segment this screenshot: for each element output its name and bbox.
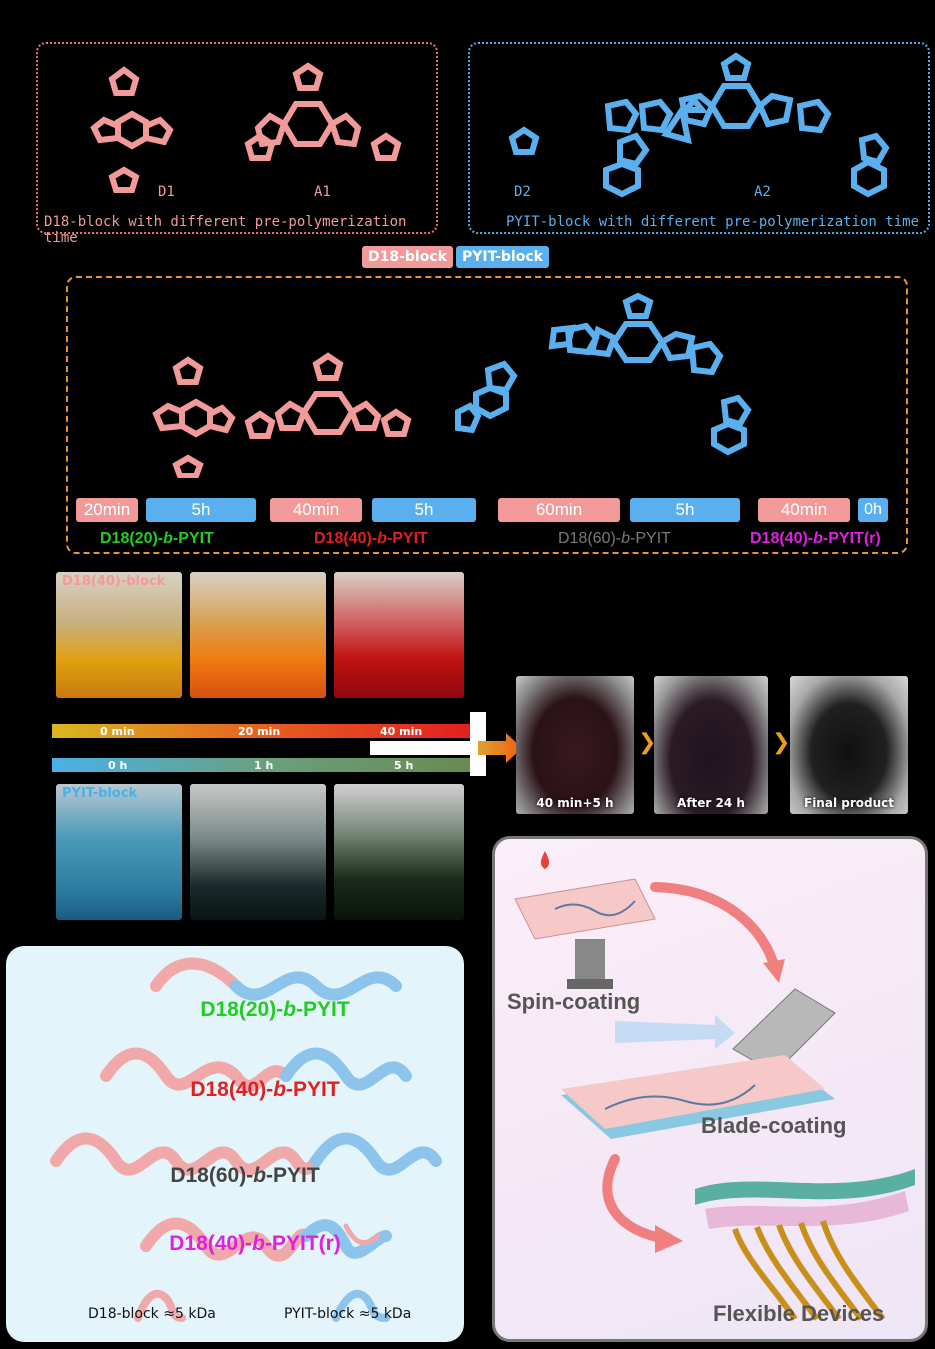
legend-d18-block: D18-block [362, 246, 453, 268]
sample-d18-40: D18(40)-b-PYIT [314, 530, 428, 547]
sample-d18-60: D18(60)-b-PYIT [558, 530, 671, 547]
pyit-bar-tick-0: 0 h [108, 759, 128, 772]
arrow-to-results [478, 733, 522, 763]
pyit-block-mw-note: PYIT-block ≈5 kDa [284, 1306, 412, 1322]
pyit-time-bar [52, 758, 472, 772]
photo-d18-20min [190, 572, 326, 698]
photo-pyit-5h [334, 784, 464, 920]
photo-d18-40min [334, 572, 464, 698]
d18-caption: D18-block with different pre-polymerizat… [44, 214, 407, 246]
d18-time-bar [52, 724, 472, 738]
synthesis-timeline-box: 20min 5h 40min 5h 60min 5h 40min 0h D18(… [66, 276, 908, 554]
pyit-block-photo-label: PYIT-block [62, 786, 138, 801]
photo-d18-0min [56, 572, 182, 698]
timeline-segment-60min: 60min [498, 498, 620, 522]
chain-label-d18-40-r: D18(40)-b-PYIT(r) [169, 1232, 341, 1255]
pyit-bar-tick-5: 5 h [394, 759, 414, 772]
result-caption-40min-5h: 40 min+5 h [536, 796, 614, 810]
spin-coating-label: Spin-coating [507, 989, 641, 1014]
d18-bar-tick-40: 40 min [380, 725, 423, 738]
d18-block-box: D1 A1 D18-block with different pre-polym… [36, 42, 438, 246]
chevron-right-icon: ❯ [772, 730, 791, 755]
sample-d18-20: D18(20)-b-PYIT [100, 530, 214, 547]
sample-d18-40-r: D18(40)-b-PYIT(r) [750, 530, 881, 547]
timeline-segment-5h-c: 5h [630, 498, 740, 522]
chain-length-panel: D18(20)-b-PYIT D18(40)-b-PYIT D18(60)-b-… [6, 946, 464, 1342]
d18-block-photo-label: D18(40)-block [62, 574, 166, 589]
pyit-block-box: D2 A2 PYIT-block with different pre-poly… [468, 42, 930, 234]
photo-after-24h: After 24 h [654, 676, 768, 814]
a2-label: A2 [754, 184, 771, 200]
timeline-segment-20min: 20min [76, 498, 138, 522]
result-caption-final-product: Final product [804, 796, 894, 810]
d2-a2-structures [508, 52, 890, 198]
a1-label: A1 [314, 184, 331, 200]
chain-label-d18-20: D18(20)-b-PYIT [200, 998, 350, 1021]
d18-bar-tick-20: 20 min [238, 725, 281, 738]
flexible-devices-label: Flexible Devices [713, 1301, 885, 1326]
timeline-segment-5h-b: 5h [372, 498, 476, 522]
timeline-segment-40min: 40min [270, 498, 362, 522]
d18-block-mw-note: D18-block ≈5 kDa [88, 1306, 216, 1322]
photo-pyit-0h [56, 784, 182, 920]
chevron-right-icon: ❯ [638, 730, 657, 755]
photo-final-product: Final product [790, 676, 908, 814]
photo-40min-5h: 40 min+5 h [516, 676, 634, 814]
chain-label-d18-40: D18(40)-b-PYIT [190, 1078, 340, 1101]
processing-panel: Spin-coating Blade-coating Flexible Devi… [492, 836, 928, 1342]
timeline-segment-40min-r: 40min [758, 498, 850, 522]
timeline-segment-5h-a: 5h [146, 498, 256, 522]
pyit-caption: PYIT-block with different pre-polymeriza… [506, 214, 920, 230]
d1-label: D1 [158, 184, 175, 200]
chain-label-d18-60: D18(60)-b-PYIT [170, 1164, 320, 1187]
result-caption-after-24h: After 24 h [677, 796, 745, 810]
white-indicator [370, 741, 474, 755]
d1-a1-structures [90, 62, 402, 193]
d2-label: D2 [514, 184, 531, 200]
block-copolymer-structure [152, 292, 752, 478]
processing-illustration [514, 851, 915, 1321]
blade-coating-label: Blade-coating [701, 1113, 847, 1138]
pyit-bar-tick-1: 1 h [254, 759, 274, 772]
chain-schematics [50, 957, 442, 1322]
timeline-segment-0h: 0h [858, 498, 888, 522]
legend-pyit-block: PYIT-block [456, 246, 549, 268]
d18-bar-tick-0: 0 min [100, 725, 135, 738]
photo-pyit-1h [190, 784, 326, 920]
